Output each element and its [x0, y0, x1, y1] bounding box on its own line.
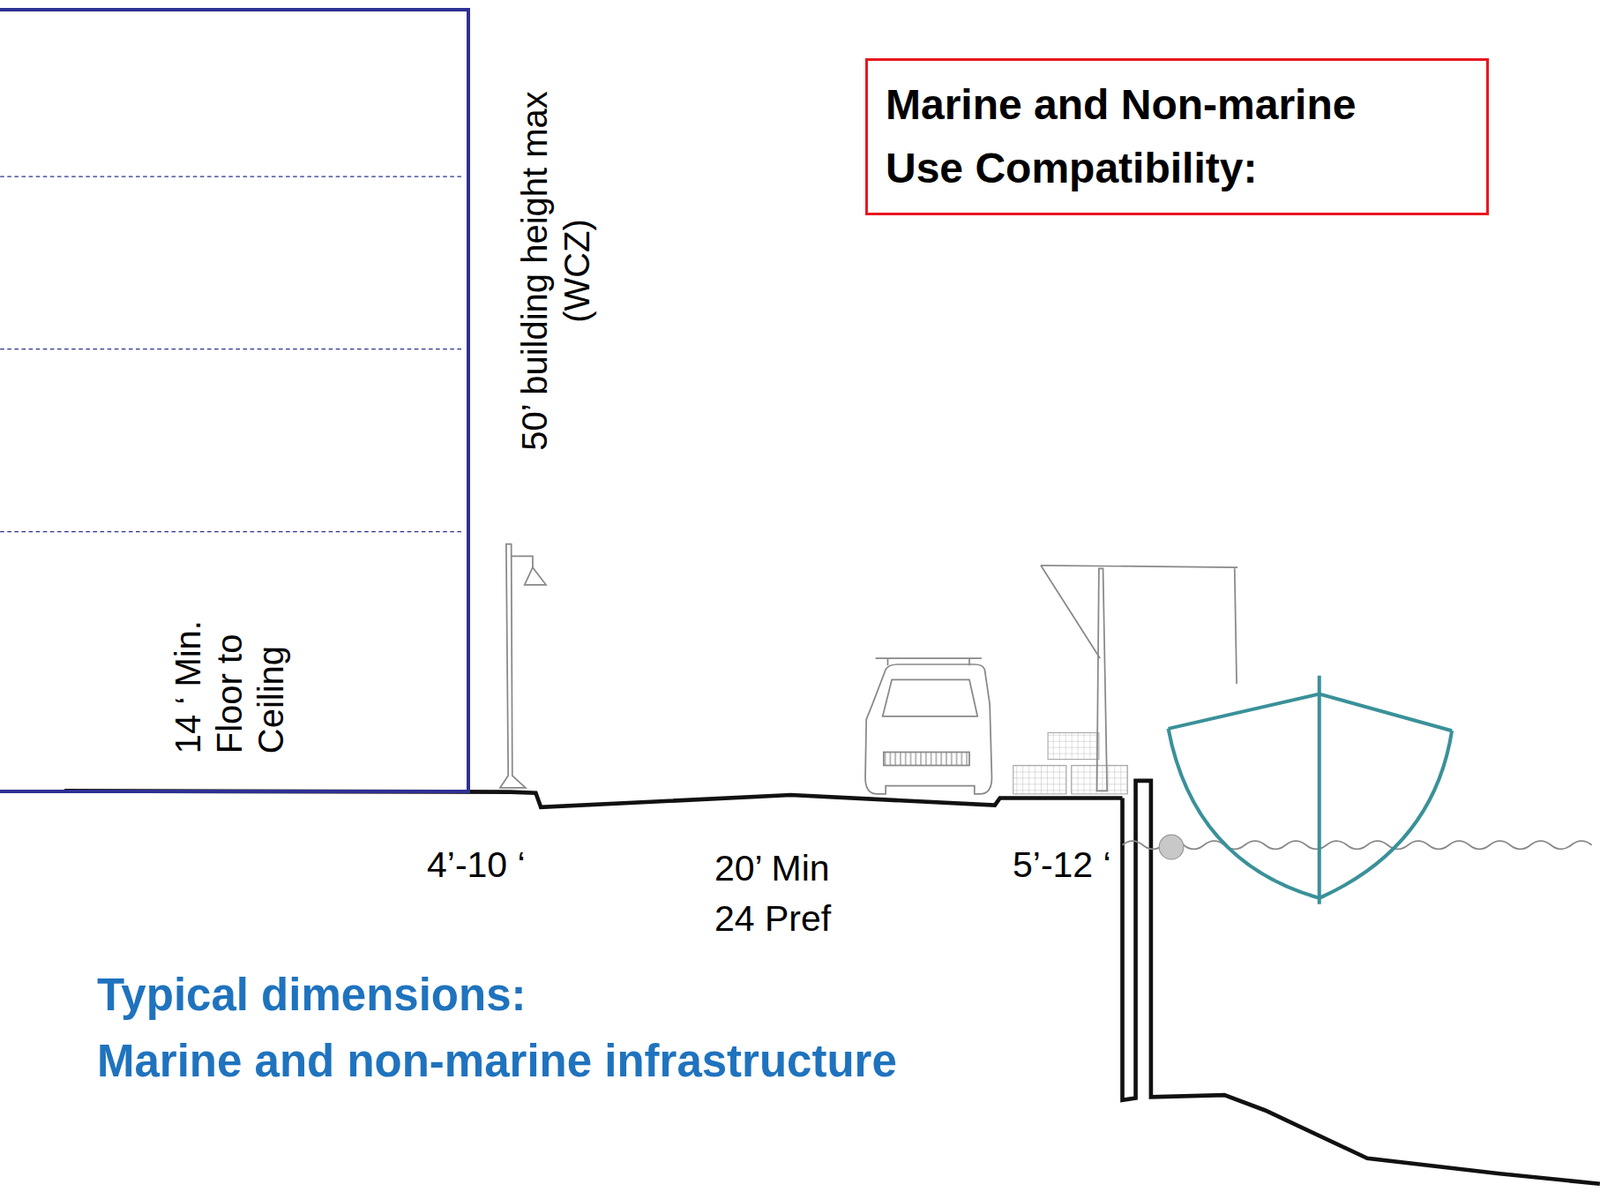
caption-heading: Typical dimensions:	[97, 967, 527, 1022]
height-dimension: 50’ building height max (WCZ)	[513, 67, 599, 474]
building-outline: 14 ‘ Min. Floor to Ceiling	[0, 7, 471, 793]
crates	[1013, 732, 1129, 793]
vehicle	[865, 657, 992, 794]
boat	[1168, 675, 1453, 905]
dimension-label: 20’ Min 24 Pref	[714, 843, 865, 945]
heading-box: Marine and Non-marine Use Compatibility:	[865, 58, 1489, 216]
floor-height-note: 14 ‘ Min. Floor to Ceiling	[167, 594, 292, 754]
seawall	[1122, 780, 1600, 1184]
caption-heading: Marine and non-marine infrastructure	[97, 1033, 898, 1088]
fender	[1158, 834, 1184, 860]
crane	[1040, 565, 1238, 792]
heading-text: Marine and Non-marine Use Compatibility:	[885, 73, 1398, 201]
dimension-label: 5’-12 ‘	[1012, 843, 1112, 887]
floor-lines	[0, 176, 462, 532]
water-line	[1122, 840, 1593, 849]
ground-line	[64, 790, 1122, 808]
lamp-post	[500, 544, 546, 788]
dimension-label: 4’-10 ‘	[426, 843, 526, 887]
